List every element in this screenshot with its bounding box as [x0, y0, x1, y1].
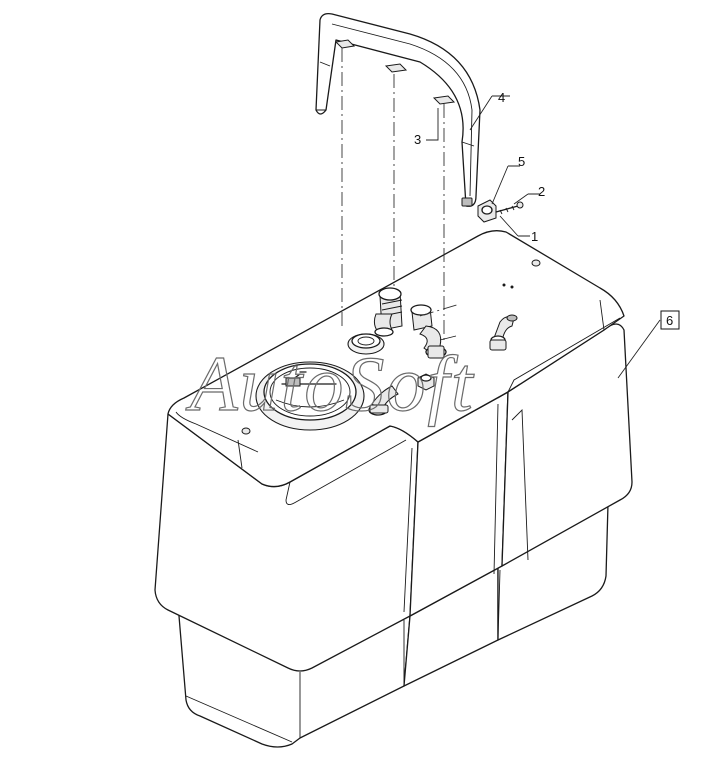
- callout-2: 2: [538, 184, 545, 199]
- pump-fittings: [373, 287, 457, 359]
- tank-lower-edge: [185, 569, 501, 743]
- tank-lower-right-face: [497, 503, 609, 641]
- filler-cap: [255, 361, 365, 431]
- callout-6-box: [660, 310, 680, 330]
- tank-top-edge-detail: [175, 299, 605, 505]
- assembly-guide-lines: [341, 48, 461, 340]
- front-pipe: [368, 385, 399, 416]
- tank-vertical-seam: [403, 317, 621, 613]
- mounting-eyelets: [241, 259, 541, 435]
- callout-1: 1: [531, 229, 538, 244]
- rubber-pads: [334, 39, 456, 105]
- watermark-text: AutoSoft: [185, 340, 475, 427]
- mounting-strap: [315, 12, 481, 207]
- level-sensor: [347, 333, 385, 355]
- fasteners: [477, 199, 524, 223]
- callout-5: 5: [518, 154, 525, 169]
- callout-4: 4: [498, 90, 505, 105]
- leader-lines: [426, 95, 661, 379]
- right-hose-fitting: [489, 314, 518, 351]
- tank-seam-right: [511, 408, 529, 561]
- callout-6: 6: [666, 313, 673, 328]
- callout-3: 3: [414, 132, 421, 147]
- callout-labels: 1 2 3 4 5 6: [414, 90, 680, 330]
- small-nut: [417, 373, 435, 391]
- tank: [154, 230, 633, 748]
